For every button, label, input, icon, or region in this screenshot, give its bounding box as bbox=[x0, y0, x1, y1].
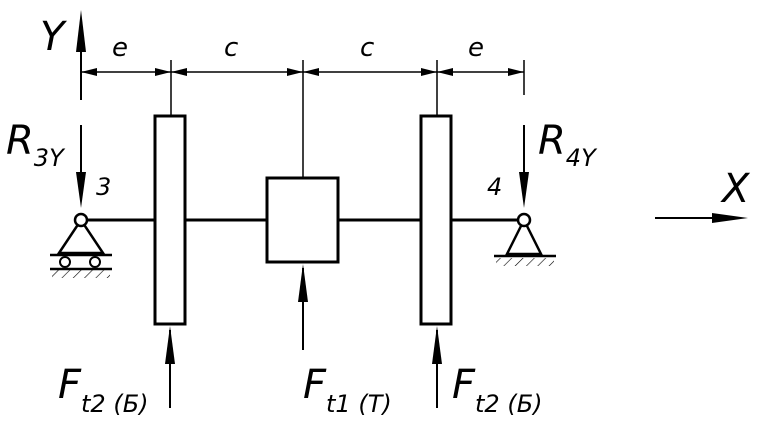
right-gear-force-label: Ft2 (Б) bbox=[452, 362, 543, 418]
dimension-c-right: c bbox=[360, 33, 374, 63]
right-gear-force-arrow bbox=[432, 326, 442, 408]
left-reaction-arrow bbox=[76, 125, 86, 208]
right-reaction-label: R4Y bbox=[538, 118, 598, 172]
left-gear bbox=[153, 114, 187, 326]
dimension-line bbox=[81, 68, 524, 76]
center-gear bbox=[265, 176, 340, 264]
left-roller-support bbox=[50, 212, 112, 278]
dimension-c-left: c bbox=[224, 33, 238, 63]
right-pin-support bbox=[494, 212, 556, 266]
left-support-label: 3 bbox=[96, 173, 111, 201]
x-axis-arrow bbox=[655, 213, 748, 223]
center-gear-force-label: Ft1 (T) bbox=[303, 362, 392, 418]
dimension-extension-lines bbox=[80, 60, 525, 178]
right-reaction-arrow bbox=[519, 125, 529, 208]
center-gear-force-arrow bbox=[298, 264, 308, 350]
dimension-e-right: e bbox=[468, 33, 484, 63]
right-gear bbox=[419, 114, 453, 326]
left-gear-force-arrow bbox=[165, 326, 175, 408]
y-axis-label: Y bbox=[40, 14, 68, 60]
dimension-e-left: e bbox=[112, 33, 128, 63]
x-axis-label: X bbox=[720, 166, 751, 212]
right-support-label: 4 bbox=[487, 173, 502, 201]
left-reaction-label: R3Y bbox=[6, 118, 66, 172]
left-gear-force-label: Ft2 (Б) bbox=[58, 362, 149, 418]
